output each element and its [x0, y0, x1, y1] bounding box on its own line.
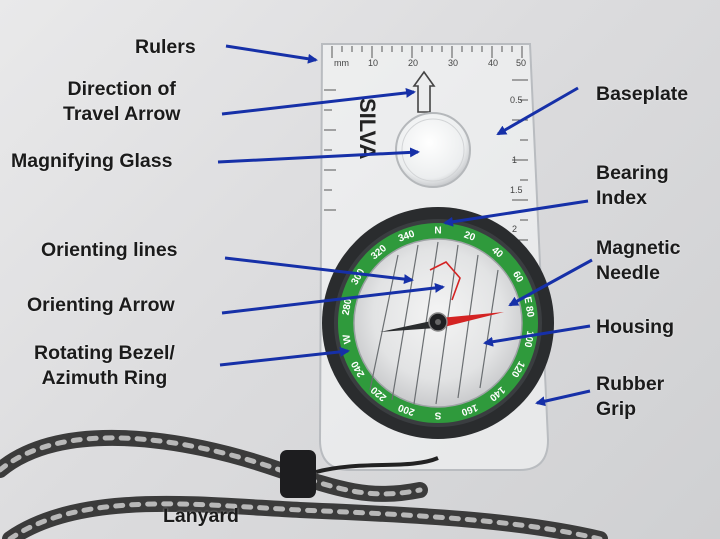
needle-south [380, 320, 436, 332]
label-bezel-line2: Azimuth Ring [41, 367, 168, 389]
arrow-needle [508, 258, 593, 307]
label-needle-line2: Needle [596, 262, 660, 284]
label-rubber-grip: Rubber Grip [596, 372, 664, 422]
label-rulers: Rulers [135, 36, 196, 58]
lanyard [0, 429, 608, 539]
scale-tick-label: 1.5 [510, 185, 523, 195]
label-bearing-index: Bearing Index [596, 161, 669, 211]
arrow-direction [221, 87, 416, 116]
label-direction-of-travel: Direction of Travel Arrow [63, 77, 180, 127]
label-grip-line2: Grip [596, 398, 637, 420]
bezel-number: N [434, 226, 441, 237]
magnifying-glass [395, 112, 471, 188]
scale-tick-label: 0.5 [510, 95, 523, 105]
ruler-tick-label: 10 [368, 58, 378, 68]
label-grip-line1: Rubber [596, 373, 665, 395]
label-orienting-lines: Orienting lines [41, 239, 178, 261]
label-rotating-bezel: Rotating Bezel/ Azimuth Ring [34, 341, 175, 391]
label-bezel-line1: Rotating Bezel/ [34, 342, 175, 364]
label-housing: Housing [596, 316, 674, 338]
scale-left-ticks [324, 89, 336, 211]
ruler-tick-label: 30 [448, 58, 458, 68]
arrow-housing [483, 324, 591, 347]
label-needle-line1: Magnetic [596, 237, 681, 259]
scale-tick-label: 1 [512, 155, 517, 165]
label-direction-line2: Travel Arrow [63, 103, 181, 125]
label-direction-line1: Direction of [67, 78, 176, 100]
label-bearing-line2: Index [596, 187, 647, 209]
arrow-orienting-arrow [221, 282, 445, 315]
arrow-bezel [219, 346, 350, 367]
arrow-bearing [443, 199, 589, 227]
brand-logo: SILVA [355, 98, 380, 160]
bezel-number: 60 [510, 270, 525, 286]
scale-right-ticks [512, 79, 528, 241]
orienting-arrow [429, 261, 461, 301]
ruler-tick-label: 50 [516, 58, 526, 68]
arrow-baseplate [496, 86, 579, 136]
arrow-rulers [225, 44, 318, 64]
direction-of-travel-arrow [412, 70, 436, 113]
ruler-unit: mm [334, 58, 349, 68]
label-bearing-line1: Bearing [596, 162, 669, 184]
arrow-grip [535, 389, 591, 407]
bezel-number: S [434, 409, 441, 420]
label-magnetic-needle: Magnetic Needle [596, 236, 681, 286]
bezel-number: 280 [341, 297, 355, 316]
ruler-top-ticks [331, 46, 523, 58]
label-orienting-arrow: Orienting Arrow [27, 294, 175, 316]
label-magnifying-glass: Magnifying Glass [11, 150, 173, 172]
bezel-number: W [341, 333, 354, 345]
bezel-number: 20 [462, 230, 477, 244]
arrow-magnifying [217, 147, 420, 164]
needle-north [440, 312, 504, 328]
bezel-number: E 80 [521, 296, 535, 319]
label-baseplate: Baseplate [596, 83, 689, 105]
scale-tick-label: 2 [512, 224, 517, 234]
ruler-tick-label: 20 [408, 58, 418, 68]
label-lanyard: Lanyard [163, 505, 239, 527]
compass-housing [322, 207, 554, 439]
ruler-tick-label: 40 [488, 58, 498, 68]
arrow-orienting-lines [224, 256, 414, 285]
callout-arrows [217, 44, 593, 407]
